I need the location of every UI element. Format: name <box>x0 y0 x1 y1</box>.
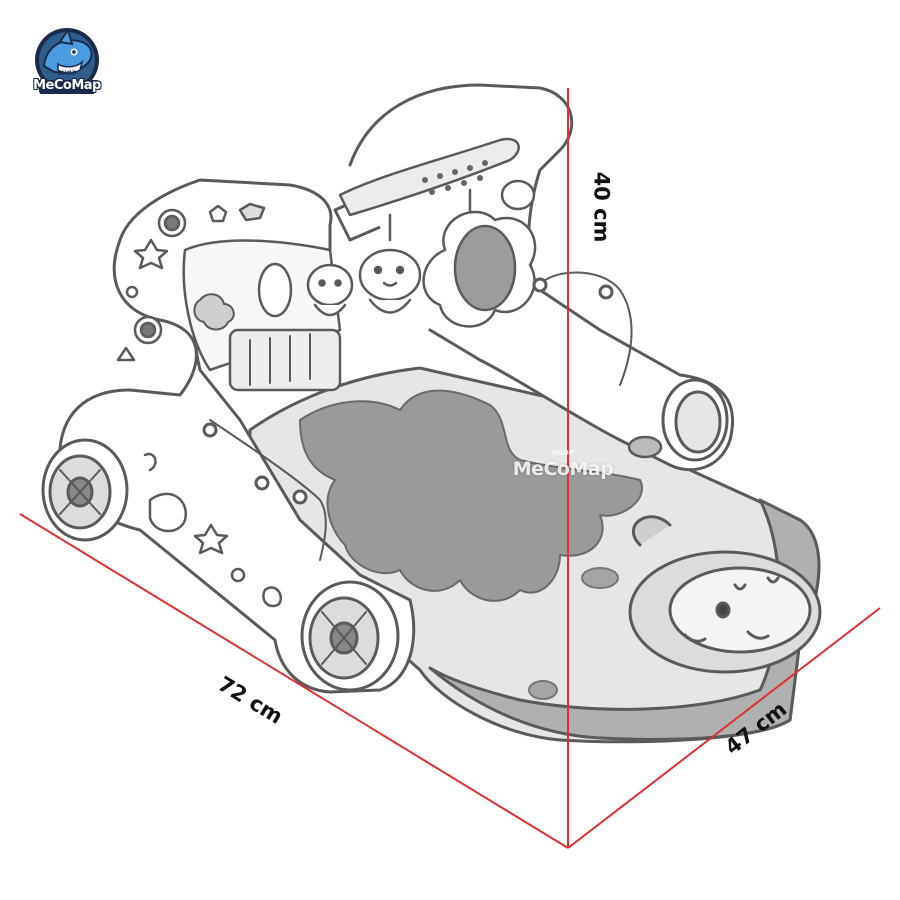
length-dimension-line <box>19 513 569 849</box>
mat-dark-edge <box>428 498 821 741</box>
penguin-face-icon <box>628 515 822 674</box>
hanging-bunny-toy-icon <box>306 263 354 317</box>
brand-watermark: SHOP MeCoMap <box>510 448 616 492</box>
watermark-brand-name: MeCoMap <box>512 458 614 480</box>
rear-right-wheel-icon <box>661 378 729 462</box>
logo-shop-label: SHOP <box>57 70 77 77</box>
watermark-shop-label: SHOP <box>552 449 574 457</box>
bar-dots <box>422 160 488 195</box>
hanging-bear-toy-right-icon <box>500 179 536 211</box>
bead-wire-right <box>539 271 633 386</box>
logo-brand-name: MeCoMap <box>33 78 101 93</box>
hanging-bar <box>338 137 520 217</box>
walker-left-frame <box>58 178 416 694</box>
rear-button-icon <box>627 435 663 459</box>
hanging-mirror-toy-icon <box>422 188 537 328</box>
hanging-bear-toy-icon <box>358 213 422 314</box>
height-label: 40 cm <box>589 171 614 243</box>
side-decor <box>116 202 282 608</box>
mat-drip-pattern <box>299 389 643 602</box>
bead-wire-left <box>209 419 327 561</box>
brand-logo: SHOP MeCoMap <box>24 22 110 108</box>
shark-icon <box>35 27 99 94</box>
mirror-icon <box>257 262 293 318</box>
front-right-wheel-icon <box>300 580 400 692</box>
width-dimension-line <box>567 607 881 849</box>
front-left-wheel-icon <box>41 438 129 542</box>
piano-keys <box>228 328 342 392</box>
flower-icon <box>193 293 235 331</box>
